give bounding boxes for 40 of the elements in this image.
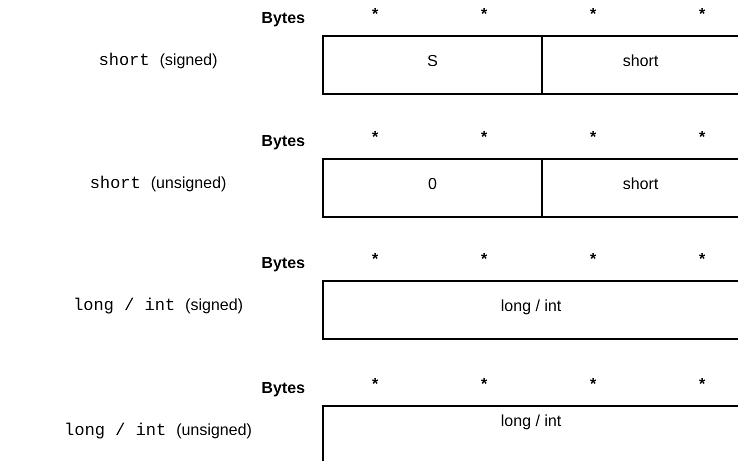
byte-marker: *: [481, 376, 488, 394]
byte-field: [322, 280, 738, 340]
field-label: long / int: [500, 413, 562, 431]
signedness-label: (unsigned): [176, 422, 252, 440]
field-label: short: [622, 53, 658, 71]
byte-marker: *: [699, 376, 706, 394]
byte-marker: *: [699, 129, 706, 147]
signedness-label: (signed): [160, 52, 218, 70]
byte-field: [322, 405, 738, 461]
field-label: long / int: [500, 298, 562, 316]
byte-marker: *: [481, 129, 488, 147]
bytes-heading: Bytes: [261, 133, 305, 151]
byte-marker: *: [590, 6, 596, 24]
byte-marker: *: [590, 376, 596, 394]
type-name: short: [98, 52, 150, 71]
byte-marker: *: [699, 6, 706, 24]
byte-marker: *: [481, 6, 488, 24]
byte-marker: *: [372, 376, 378, 394]
byte-field: [541, 158, 738, 218]
byte-marker: *: [372, 129, 378, 147]
byte-marker: *: [481, 251, 488, 269]
signedness-label: (unsigned): [150, 175, 226, 193]
byte-marker: *: [590, 129, 596, 147]
bytes-heading: Bytes: [261, 380, 305, 398]
type-name: short: [90, 175, 141, 194]
field-label: 0: [428, 176, 437, 194]
byte-marker: *: [590, 251, 596, 269]
type-name: long / int: [73, 297, 176, 316]
byte-field: [322, 35, 543, 95]
type-name: long / int: [64, 422, 166, 441]
byte-field: [322, 158, 543, 218]
bytes-heading: Bytes: [261, 255, 305, 273]
byte-marker: *: [372, 251, 378, 269]
byte-field: [541, 35, 738, 95]
field-label: S: [427, 53, 438, 71]
signedness-label: (signed): [185, 297, 243, 315]
bytes-heading: Bytes: [261, 10, 305, 28]
field-label: short: [622, 176, 658, 194]
byte-marker: *: [372, 6, 378, 24]
byte-marker: *: [699, 251, 706, 269]
